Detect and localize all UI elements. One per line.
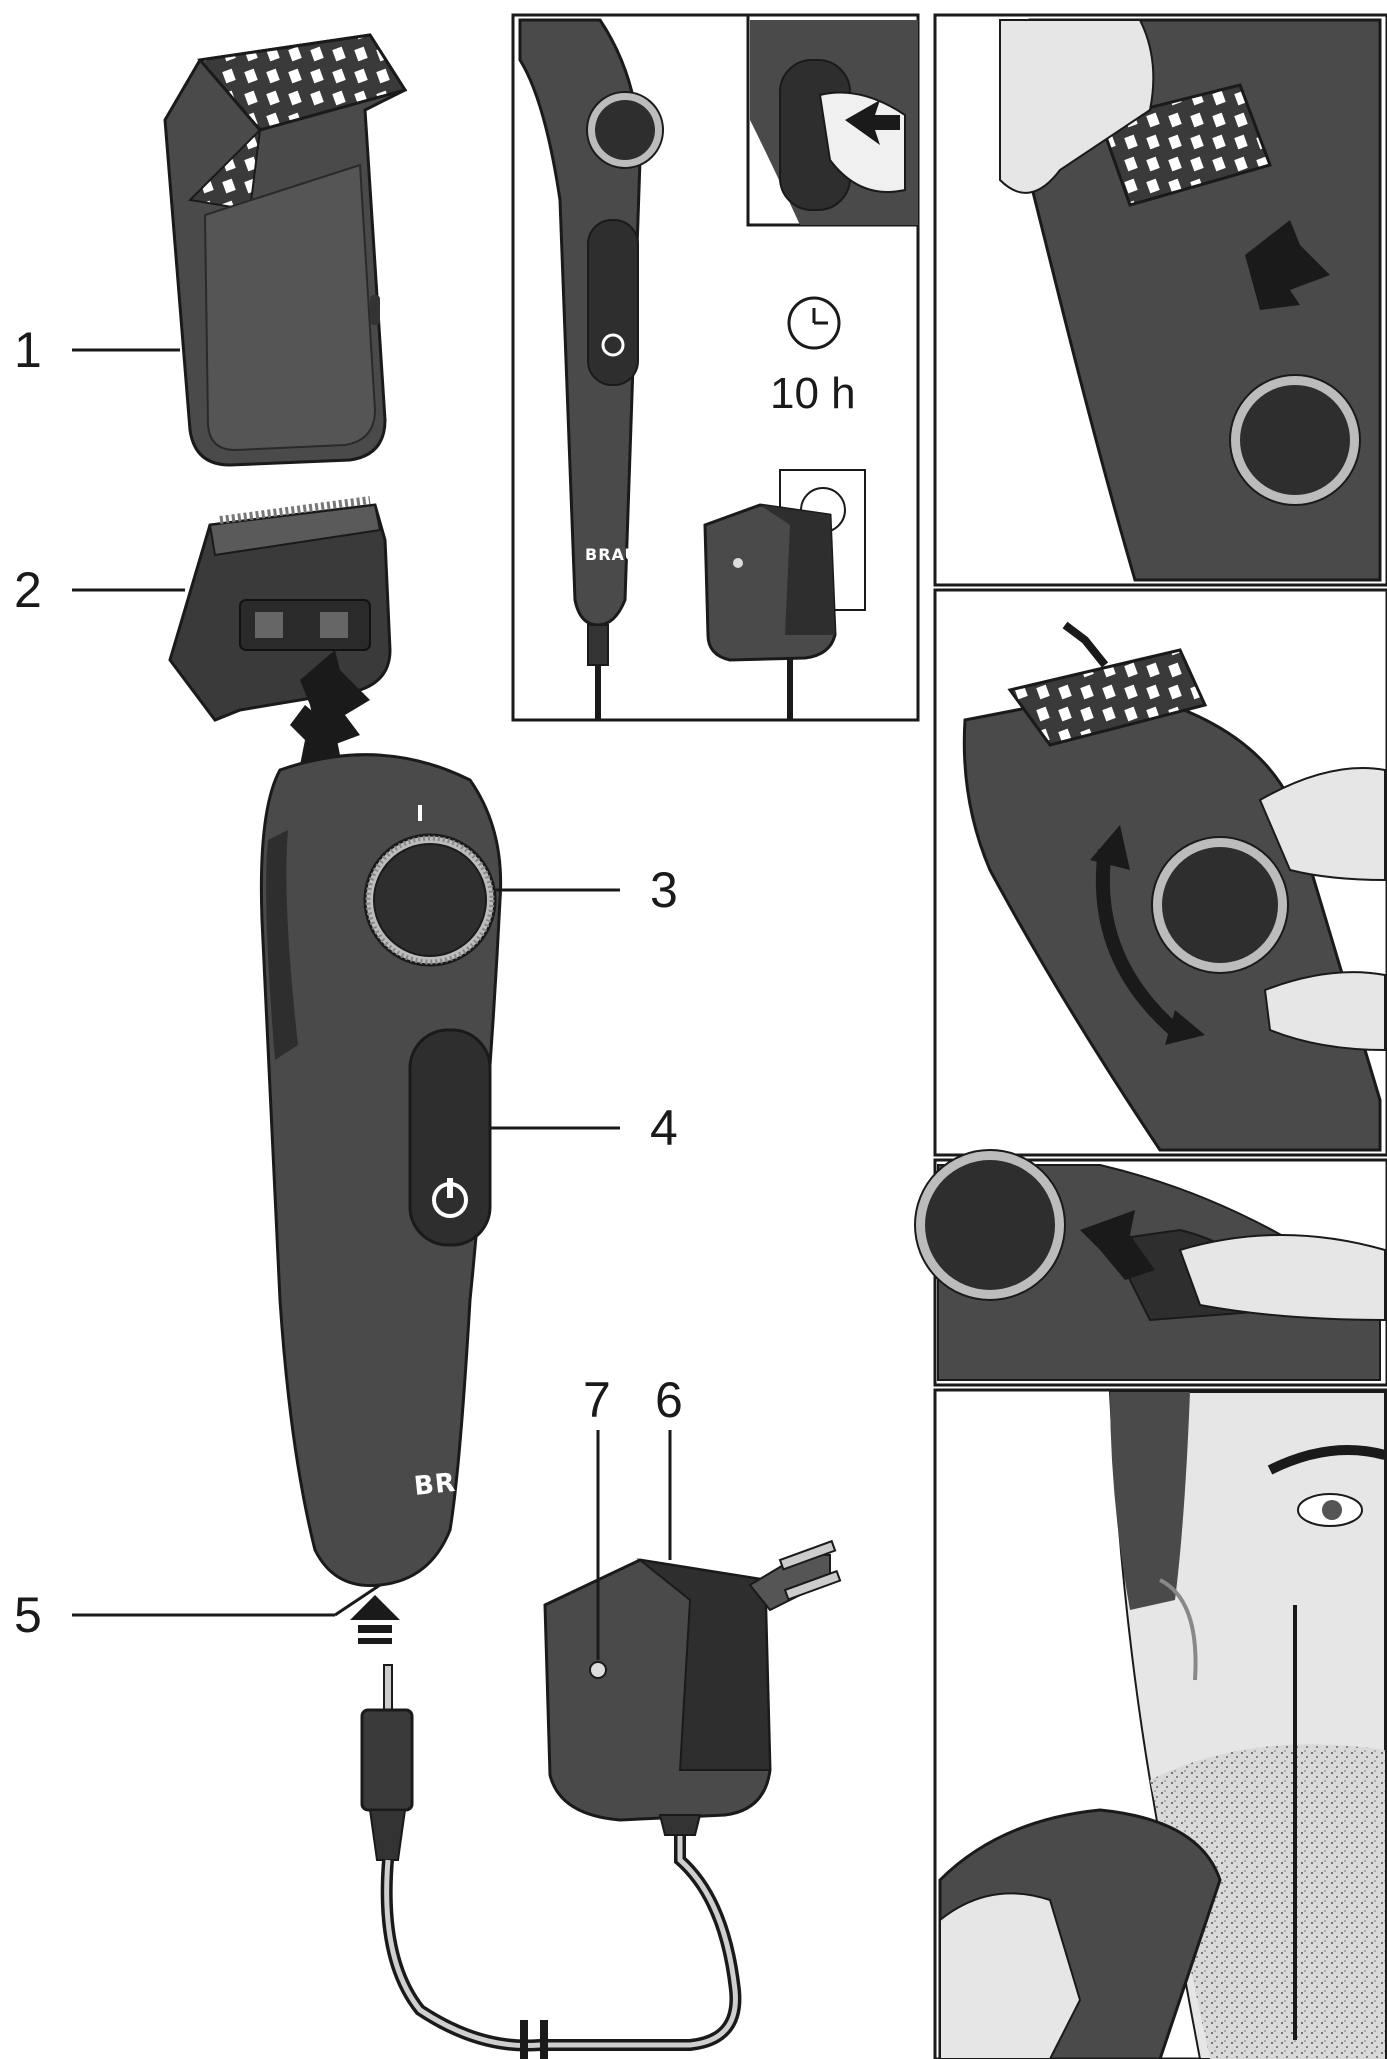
callout-7: 7 xyxy=(583,1372,611,1428)
panel-switch-on xyxy=(914,1149,1387,1387)
callout-4: 4 xyxy=(650,1100,678,1156)
pull-arrow-icon xyxy=(1245,220,1330,310)
callout-leaders xyxy=(72,348,672,1660)
panel-brand-logo: BRAUN xyxy=(585,545,653,564)
power-button xyxy=(408,1028,492,1247)
inset-press-button xyxy=(746,13,920,227)
callout-6: 6 xyxy=(655,1372,683,1428)
panel-charger xyxy=(703,503,837,720)
trimmer-body: BRAUN xyxy=(259,753,522,1588)
charge-duration: 10 h xyxy=(770,369,856,418)
callout-2: 2 xyxy=(14,562,42,618)
callout-1: 1 xyxy=(14,322,42,378)
panel-trimming-face xyxy=(933,1388,1387,2059)
push-arrow-icon xyxy=(1080,1210,1155,1280)
hand-holding xyxy=(939,1892,1082,2059)
charger-adapter xyxy=(543,1539,842,1836)
timer-icon xyxy=(787,296,841,350)
panel-remove-attachment xyxy=(933,13,1387,587)
comb-attachment xyxy=(163,33,408,467)
panel-adjust-length xyxy=(933,588,1387,1157)
length-selector-dial xyxy=(363,805,497,967)
fingers xyxy=(1258,767,1386,882)
slide-arrow-icon xyxy=(1062,621,1109,668)
callout-3: 3 xyxy=(650,862,678,918)
charging-light-icon xyxy=(589,1661,607,1679)
plug-in-arrow-icon xyxy=(350,1595,400,1644)
charging-panel: BRAUN xyxy=(511,13,920,722)
ear xyxy=(1159,1578,1198,1681)
rotate-arrow-icon xyxy=(1095,849,1185,1041)
comb-release-icon xyxy=(370,295,380,325)
parts-overview: BRAUN xyxy=(72,33,842,2059)
eyebrow xyxy=(1267,1445,1387,1475)
press-arrow-icon xyxy=(845,100,900,145)
hand xyxy=(999,19,1155,194)
attach-arrow-icon xyxy=(290,650,370,765)
callout-5: 5 xyxy=(14,1587,42,1643)
device-plug xyxy=(360,1664,414,1861)
cord-break-icon xyxy=(520,2020,528,2059)
